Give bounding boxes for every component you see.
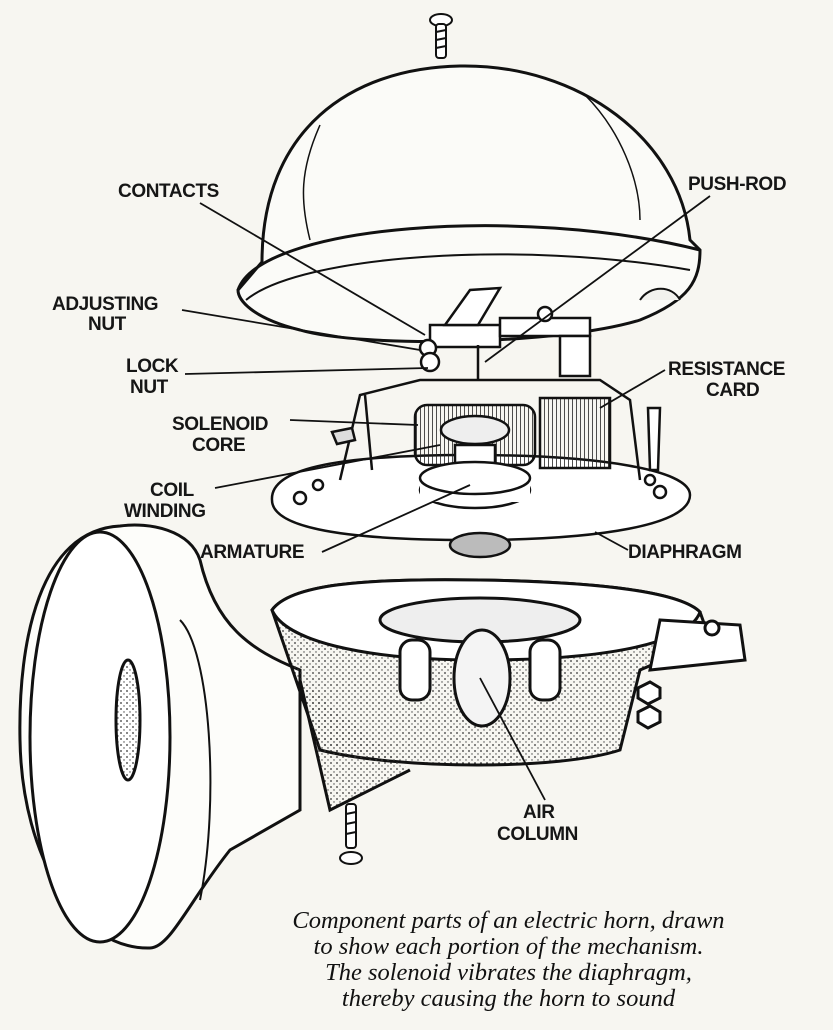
caption-line-4: thereby causing the horn to sound (341, 985, 676, 1012)
dome-cover (236, 64, 702, 343)
label-coil-winding-2: WINDING (124, 501, 206, 522)
bottom-screw (339, 803, 363, 865)
label-coil-winding-1: COIL (150, 480, 195, 501)
label-resistance-card-1: RESISTANCE (668, 359, 785, 380)
leader-lines (181, 195, 711, 801)
label-lock-nut-1: LOCK (126, 356, 179, 377)
label-resistance-card-2: CARD (706, 380, 759, 401)
label-adjusting-nut-2: NUT (88, 314, 127, 335)
figure-caption: Component parts of an electric horn, dra… (196, 908, 821, 1012)
label-adjusting-nut-1: ADJUSTING (52, 294, 158, 315)
label-air-column-2: COLUMN (497, 824, 578, 845)
caption-line-1: Component parts of an electric horn, dra… (292, 907, 725, 934)
label-air-column-1: AIR (523, 802, 555, 823)
caption-line-3: The solenoid vibrates the diaphragm, (325, 959, 692, 986)
label-solenoid-core-1: SOLENOID (172, 414, 268, 435)
label-armature: ARMATURE (200, 542, 304, 563)
top-screw (429, 13, 453, 59)
label-push-rod: PUSH-ROD (688, 174, 786, 195)
label-solenoid-core-2: CORE (192, 435, 245, 456)
mechanism (270, 286, 692, 559)
caption-line-2: to show each portion of the mechanism. (313, 933, 704, 960)
horn-bell (18, 523, 302, 950)
label-lock-nut-2: NUT (130, 377, 169, 398)
horn-body (270, 578, 747, 813)
label-contacts: CONTACTS (118, 181, 219, 202)
label-diaphragm: DIAPHRAGM (628, 542, 742, 563)
